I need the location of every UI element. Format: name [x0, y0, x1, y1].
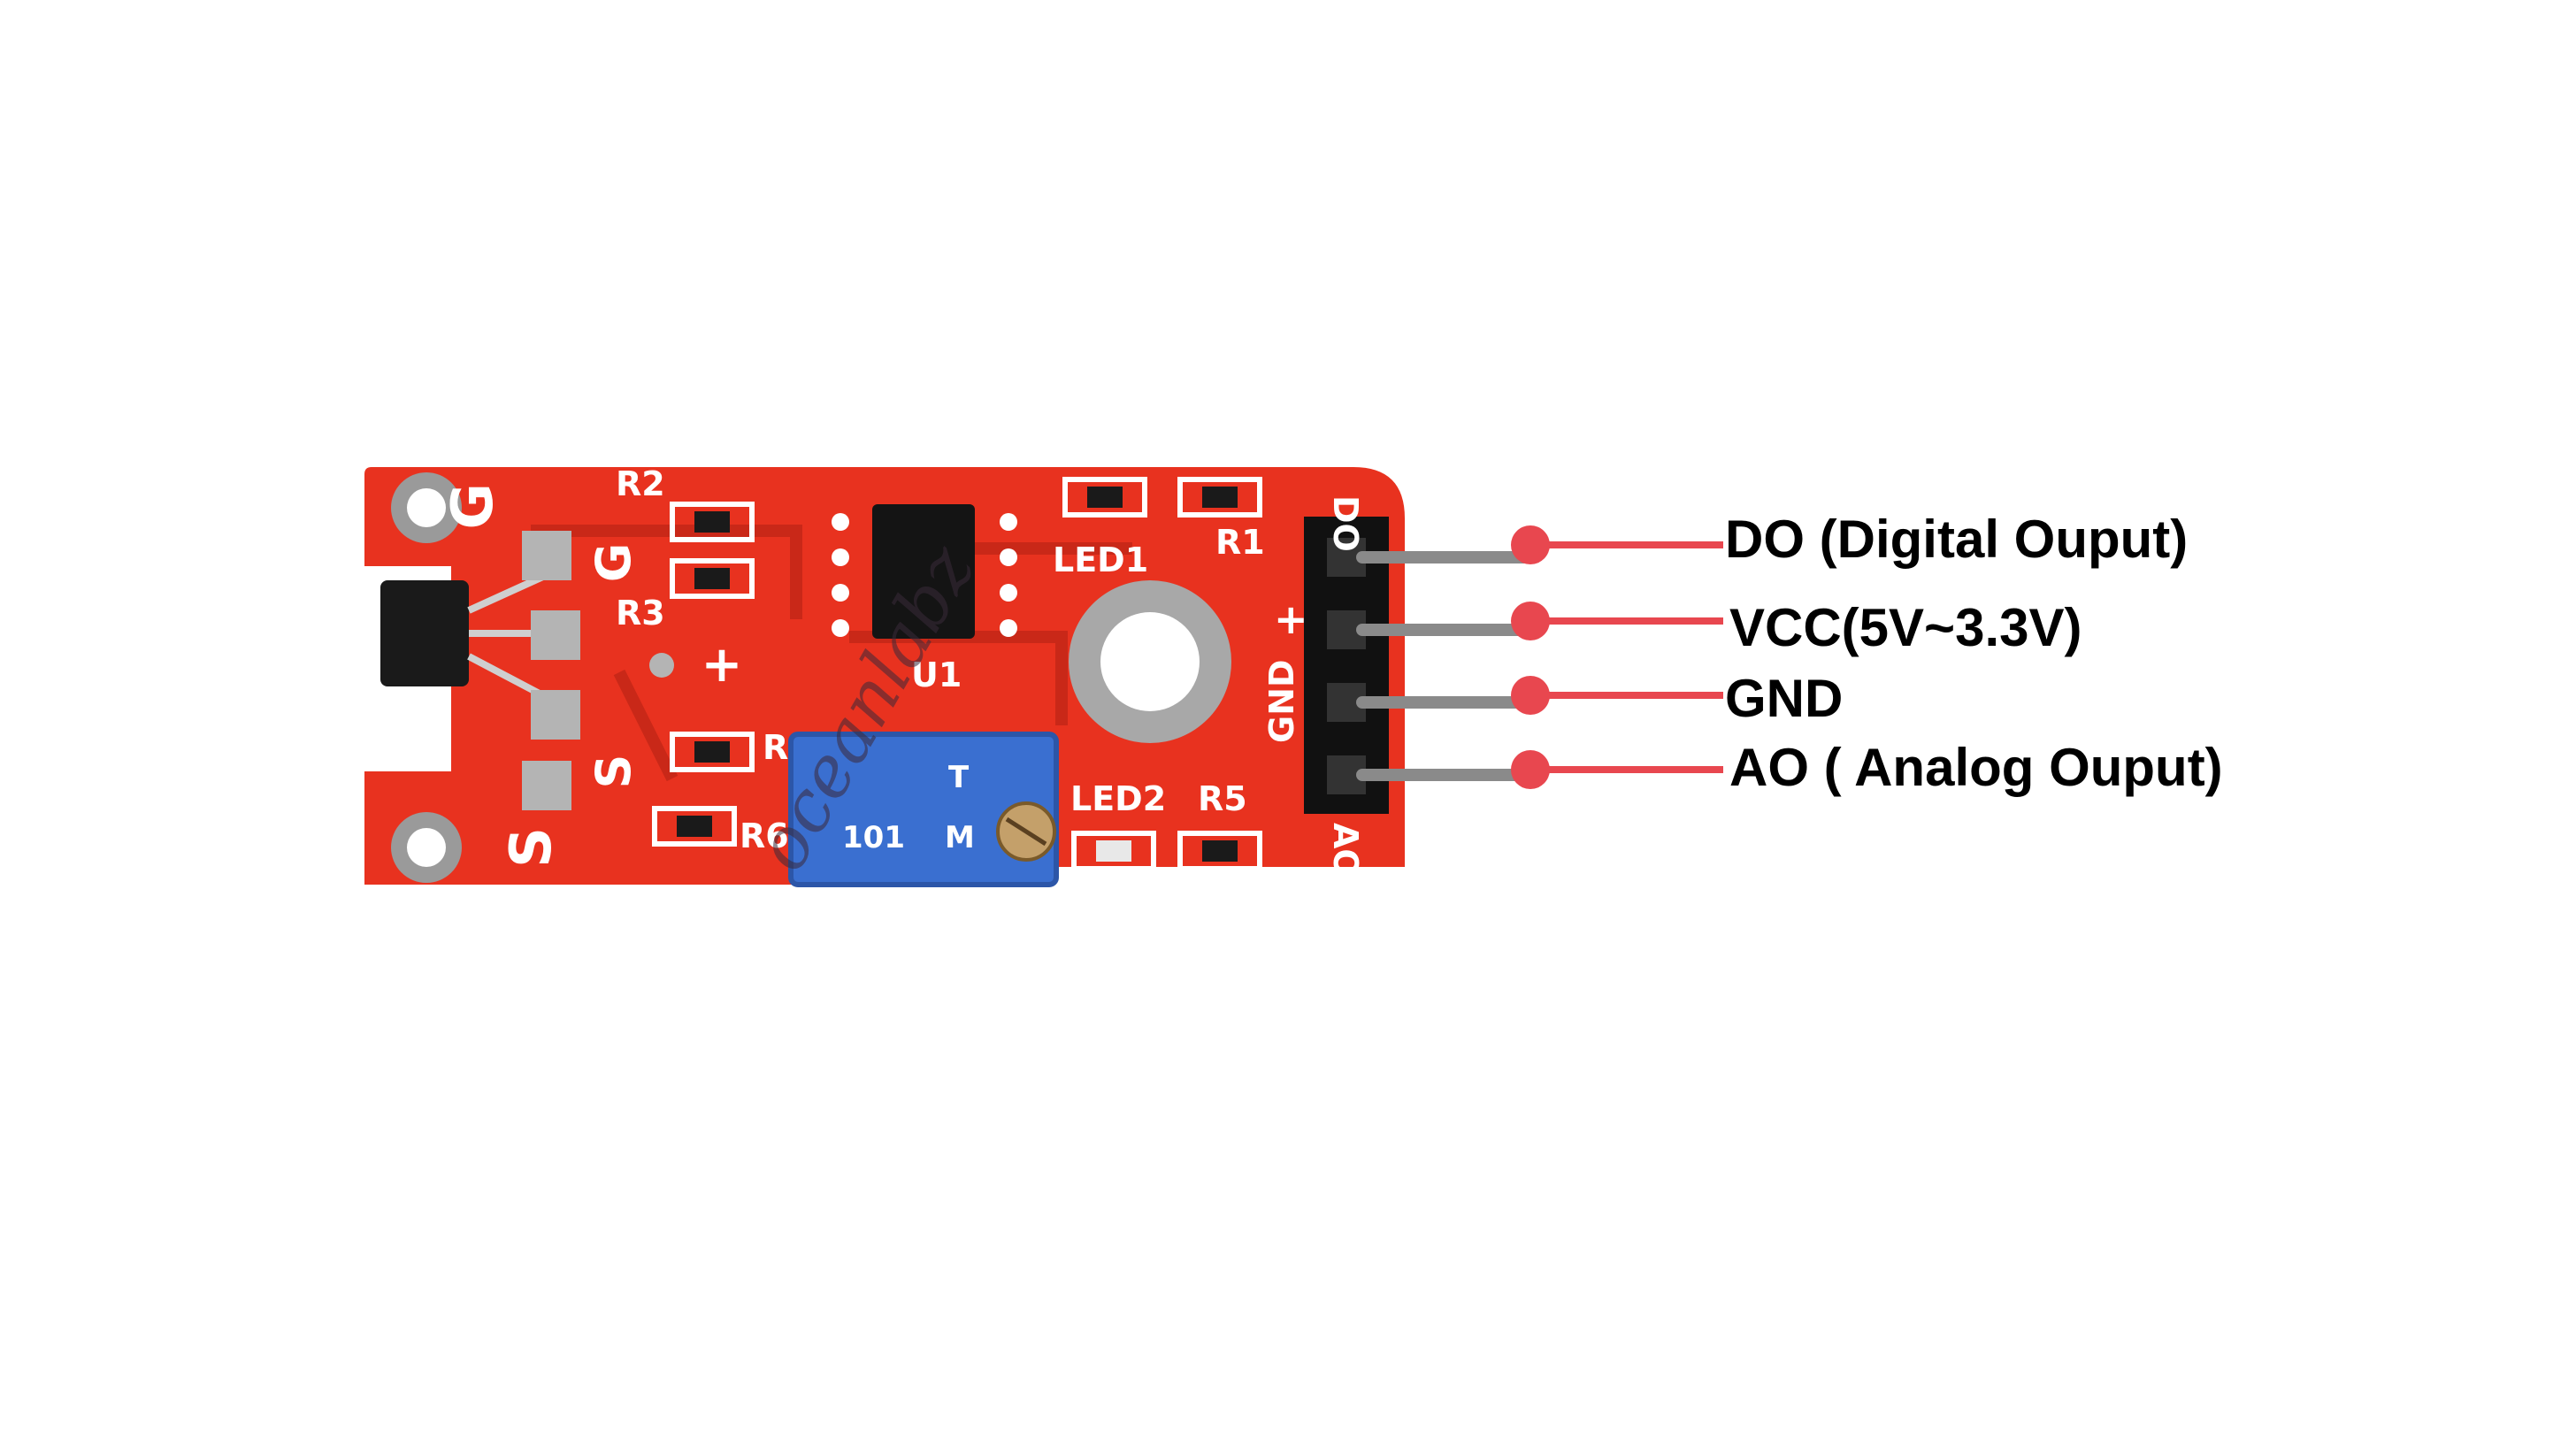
smd-resistor [1177, 477, 1262, 518]
silk-header-plus: + [1274, 595, 1308, 643]
silk-r: R [763, 728, 788, 767]
mounting-hole-top [391, 472, 462, 543]
silk-r2: R2 [616, 464, 665, 503]
pointer-vcc [1511, 602, 1723, 640]
silk-r6: R6 [740, 816, 789, 855]
smd-resistor [1177, 831, 1262, 871]
label-ao: AO ( Analog Ouput) [1729, 738, 2223, 797]
silk-r1: R1 [1215, 523, 1265, 562]
mounting-hole-center [1069, 580, 1231, 743]
smd-resistor [670, 732, 755, 772]
smd-resistor [670, 502, 755, 542]
pin-header [1304, 517, 1389, 814]
sensor-pad [522, 761, 571, 810]
board-outline [364, 467, 1405, 885]
silk-led2: LED2 [1070, 779, 1166, 818]
pointer-gnd [1511, 676, 1723, 715]
pointer-do [1511, 525, 1723, 564]
silk-g-top: G [441, 483, 506, 530]
potentiometer [788, 732, 1059, 887]
silk-led1: LED1 [1053, 540, 1148, 579]
silk-s-bottom: S [499, 827, 564, 868]
smd-resistor [1071, 831, 1156, 871]
sensor-pad [531, 690, 580, 740]
silk-g: G [586, 543, 641, 582]
silk-plus: + [702, 636, 743, 694]
silk-s: S [586, 755, 641, 789]
u1-chip [832, 504, 1017, 639]
smd-resistor [670, 558, 755, 599]
sensor-pad [522, 531, 571, 580]
smd-resistor [1062, 477, 1147, 518]
smd-resistor [652, 806, 737, 847]
label-do: DO (Digital Ouput) [1725, 510, 2188, 569]
silk-r3: R3 [616, 594, 665, 632]
mounting-hole-bottom [391, 812, 462, 883]
pin-label-pointers [1511, 525, 1723, 789]
header-pins [1356, 551, 1533, 781]
board-traces [531, 525, 1132, 782]
silk-header-gnd: GND [1262, 659, 1301, 743]
silk-u1: U1 [911, 656, 962, 694]
sensor-pad [531, 610, 580, 660]
pot-text-101: 101 [842, 820, 905, 855]
via [649, 653, 674, 678]
pot-text-m: M [945, 820, 975, 855]
pcb-board: G G S S + R2 R3 R1 R5 R6 U1 LED1 LED2 R … [364, 464, 1533, 887]
silk-r5: R5 [1198, 779, 1247, 818]
silk-header-do: DO [1326, 495, 1365, 552]
label-vcc: VCC(5V~3.3V) [1729, 598, 2082, 657]
silk-header-ao: AO [1326, 823, 1365, 878]
pot-text-t: T [948, 760, 970, 795]
pointer-ao [1511, 750, 1723, 789]
label-gnd: GND [1725, 669, 1843, 728]
